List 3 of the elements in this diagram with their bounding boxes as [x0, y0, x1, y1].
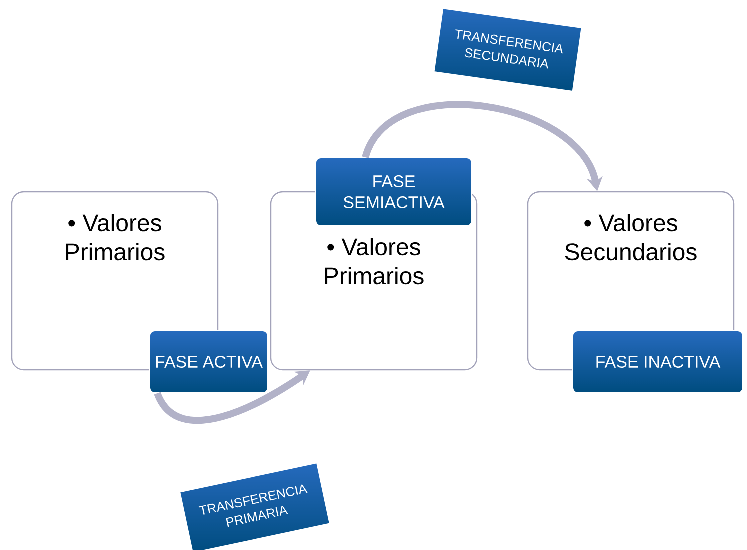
- phase-tab: FASE INACTIVA: [572, 330, 744, 394]
- phase-tab: FASE SEMIACTIVA: [316, 158, 472, 226]
- phase-tab: FASE ACTIVA: [150, 330, 268, 394]
